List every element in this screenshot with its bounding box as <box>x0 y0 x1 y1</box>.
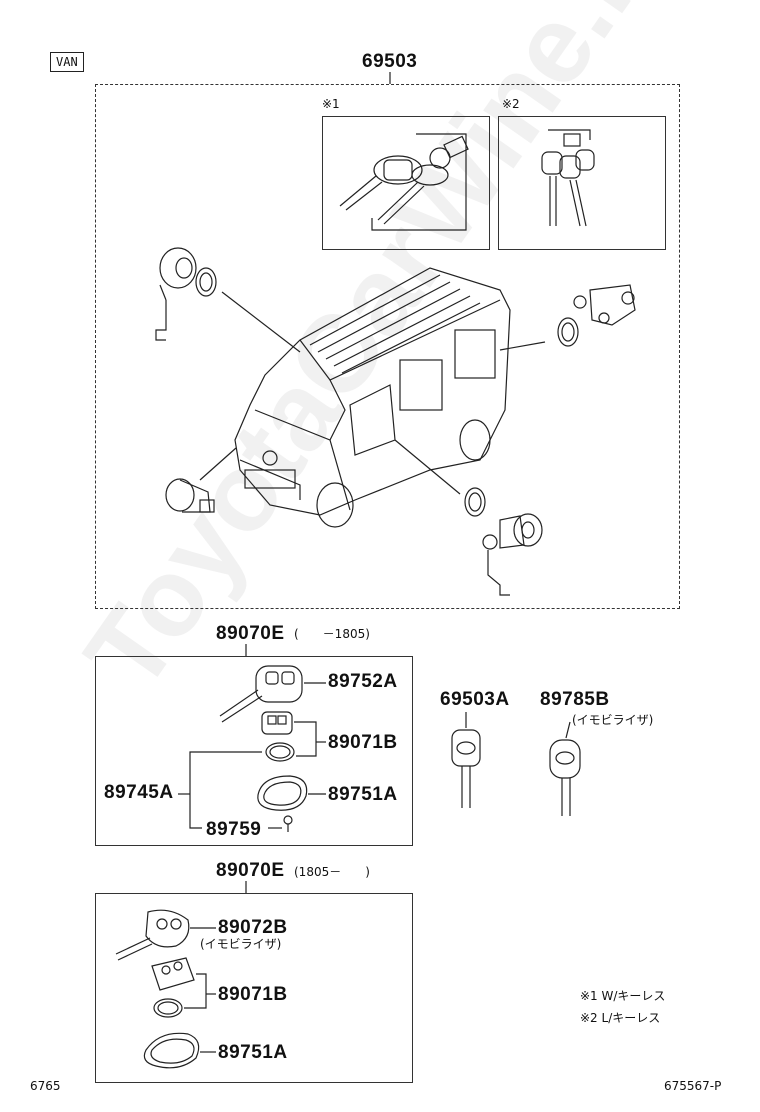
transmitter-housing-89071B-b <box>151 957 195 991</box>
ignition-cylinder <box>165 478 215 513</box>
section-a-frame <box>95 656 413 846</box>
keyset-l-drawing <box>541 129 595 227</box>
immobilizer-note-89072B: (イモビライザ) <box>200 937 282 951</box>
part-label-89072B[interactable]: 89072B <box>218 917 288 938</box>
van-tag: VAN <box>50 52 84 72</box>
legend-line-2: ※2 L/キーレス <box>580 1011 661 1025</box>
van-drawing <box>234 267 511 528</box>
door-lock-cylinder-left <box>155 247 217 341</box>
legend-line-1: ※1 W/キーレス <box>580 989 666 1003</box>
screw-89759 <box>283 815 293 832</box>
note1-marker: ※1 <box>322 97 340 111</box>
leader-right-lock <box>394 439 461 495</box>
battery-89071B-b <box>153 998 183 1018</box>
bracket-89071B-a <box>294 721 317 757</box>
range-a: ( －1805) <box>294 627 370 641</box>
key-89785B <box>549 739 581 816</box>
door-lock-cylinder-right <box>464 487 543 596</box>
part-label-89070E-b[interactable]: 89070E <box>216 860 285 881</box>
footer-right-code: 675567-P <box>664 1079 722 1093</box>
footer-left-code: 6765 <box>30 1079 61 1093</box>
leader-89785B <box>565 721 571 739</box>
case-89751A-b <box>143 1032 200 1069</box>
part-label-69503[interactable]: 69503 <box>362 51 418 72</box>
part-label-89759[interactable]: 89759 <box>206 819 262 840</box>
part-label-89071B-a[interactable]: 89071B <box>328 732 398 753</box>
part-label-69503A[interactable]: 69503A <box>440 689 510 710</box>
part-label-89071B-b[interactable]: 89071B <box>218 984 288 1005</box>
keyless-w-keyset-box <box>322 116 490 250</box>
part-label-89070E-a[interactable]: 89070E <box>216 623 285 644</box>
keyset-w-drawing <box>339 133 469 231</box>
lock-set-frame <box>95 84 680 609</box>
part-label-89745A[interactable]: 89745A <box>104 782 174 803</box>
immobilizer-note-89785B: (イモビライザ) <box>572 713 654 727</box>
range-b: (1805－ ) <box>294 865 370 879</box>
transmitter-key-89072B <box>115 909 190 961</box>
part-label-89785B[interactable]: 89785B <box>540 689 610 710</box>
leader-ignition <box>199 447 237 481</box>
transmitter-housing-89071B-a <box>261 711 293 735</box>
bracket-89745A <box>189 751 262 829</box>
case-89751A-a <box>257 775 308 811</box>
back-door-lock <box>557 284 636 347</box>
part-label-89751A-a[interactable]: 89751A <box>328 784 398 805</box>
key-69503A <box>451 729 481 808</box>
keyless-l-keyset-box <box>498 116 666 250</box>
section-b-frame <box>95 893 413 1083</box>
part-label-89751A-b[interactable]: 89751A <box>218 1042 288 1063</box>
leader-back-lock <box>499 341 546 351</box>
transmitter-key-89752A <box>219 665 303 723</box>
bracket-89071B-b <box>184 973 207 1009</box>
battery-89745A <box>265 742 295 762</box>
note2-marker: ※2 <box>502 97 520 111</box>
leader-left-lock <box>221 291 301 353</box>
part-label-89752A[interactable]: 89752A <box>328 671 398 692</box>
